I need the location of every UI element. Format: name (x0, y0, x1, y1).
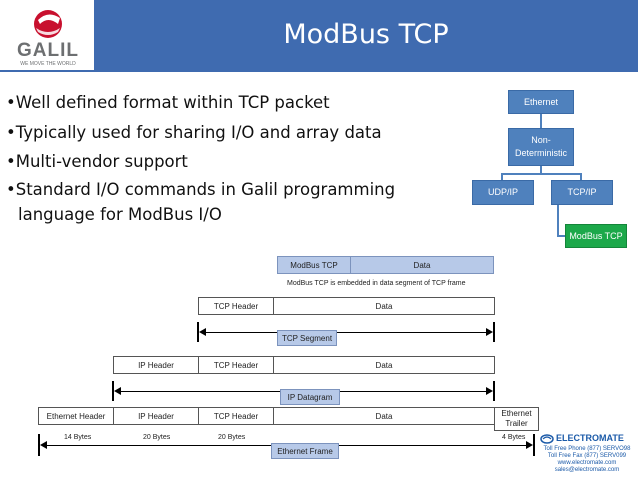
node-tcp-ip: TCP/IP (551, 180, 613, 205)
galil-logo-mark (34, 10, 62, 38)
electromate-fax: Toll Free Fax (877) SERV099 (547, 453, 627, 459)
ethernet-trailer-line1: Ethernet (501, 409, 532, 418)
ip-datagram-bar-left (112, 381, 114, 401)
tcp-segment-arrowhead-left (199, 328, 206, 336)
title-bar (94, 0, 638, 70)
electromate-company: ELECTROMATE (556, 433, 624, 443)
ip-datagram-arrowhead-left (114, 387, 121, 395)
modbus-data-box: Data (350, 256, 494, 274)
connector-nondet-down (540, 166, 542, 174)
electromate-email: sales@electromate.com (554, 467, 620, 473)
ip-datagram-bar-right (493, 381, 495, 401)
galil-tagline: WE MOVE THE WORLD (20, 61, 76, 67)
embedded-note: ModBus TCP is embedded in data segment o… (287, 280, 466, 287)
connector-branch (501, 173, 581, 175)
ethernet-frame-arrowhead-right (526, 441, 533, 449)
ethernet-trailer-box: Ethernet Trailer (494, 407, 539, 431)
ethernet-frame-bar-left (38, 434, 40, 456)
node-non-deterministic-line1: Non- (531, 135, 551, 145)
connector-ethernet-nondet (540, 114, 542, 128)
electromate-web: www.electromate.com (557, 460, 617, 466)
data-box-2: Data (273, 356, 495, 374)
tcp-header-box-1: TCP Header (198, 297, 274, 315)
bullet-4-continued: language for ModBus I/O (18, 205, 222, 224)
ip-header-box-1: IP Header (113, 356, 199, 374)
ethernet-frame-bar-right (533, 434, 535, 456)
node-non-deterministic: Non- Deterministic (508, 128, 574, 166)
ip-header-box-2: IP Header (113, 407, 199, 425)
ip-datagram-arrowhead-right (486, 387, 493, 395)
tcp-segment-bar-right (493, 322, 495, 342)
data-box-1: Data (273, 297, 495, 315)
ethernet-frame-arrowhead-left (40, 441, 47, 449)
modbus-tcp-box: ModBus TCP (277, 256, 351, 274)
ethernet-header-box: Ethernet Header (38, 407, 114, 425)
bytes-20-label-2: 20 Bytes (218, 434, 246, 441)
bullet-3: •Multi-vendor support (6, 152, 188, 171)
data-box-3: Data (273, 407, 495, 425)
node-non-deterministic-line2: Deterministic (514, 148, 567, 158)
node-udp-ip: UDP/IP (472, 180, 534, 205)
galil-logo: GALIL WE MOVE THE WORLD (8, 6, 88, 68)
ip-datagram-label: IP Datagram (280, 389, 340, 405)
bullet-4: •Standard I/O commands in Galil programm… (6, 180, 396, 199)
node-modbus-tcp: ModBus TCP (565, 224, 627, 248)
bullet-1: •Well defined format within TCP packet (6, 93, 330, 112)
ethernet-frame-label: Ethernet Frame (271, 443, 339, 459)
tcp-segment-arrowhead-right (486, 328, 493, 336)
ethernet-trailer-line2: Trailer (505, 419, 528, 428)
tcp-header-box-2: TCP Header (198, 356, 274, 374)
node-ethernet: Ethernet (508, 90, 574, 114)
connector-tcp-modbus-h (557, 235, 565, 237)
electromate-swirl-icon (540, 434, 554, 444)
connector-udp (501, 173, 503, 180)
galil-brand-text: GALIL (17, 40, 79, 61)
tcp-header-box-3: TCP Header (198, 407, 274, 425)
connector-tcp-modbus-v (557, 205, 559, 236)
tcp-segment-arrow-line (204, 332, 488, 333)
electromate-phone: Toll Free Phone (877) SERVO98 (543, 446, 631, 452)
bytes-14-label: 14 Bytes (64, 434, 92, 441)
electromate-logo: ELECTROMATE Toll Free Phone (877) SERVO9… (538, 432, 636, 478)
tcp-segment-label: TCP Segment (277, 330, 337, 346)
bullet-2: •Typically used for sharing I/O and arra… (6, 123, 382, 142)
bytes-4-label: 4 Bytes (502, 434, 526, 441)
title-divider (0, 70, 638, 72)
connector-tcp (580, 173, 582, 180)
slide-title: ModBus TCP (283, 19, 449, 50)
tcp-segment-bar-left (197, 322, 199, 342)
bytes-20-label-1: 20 Bytes (143, 434, 171, 441)
